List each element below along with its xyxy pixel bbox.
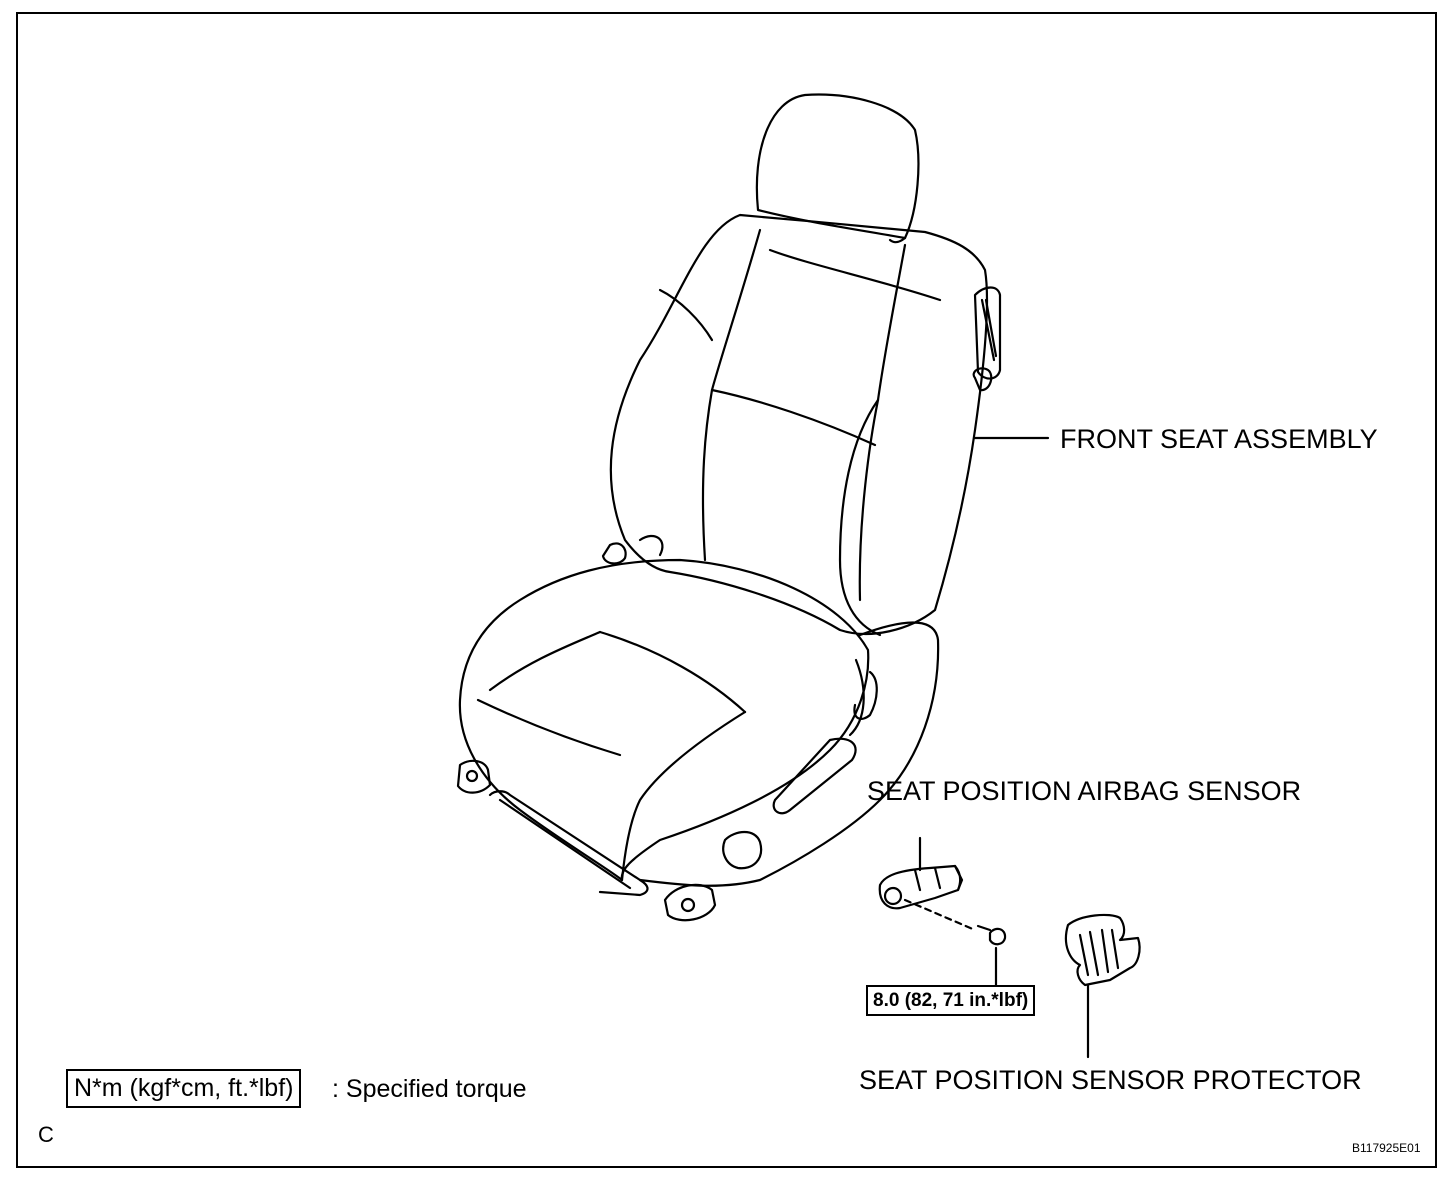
label-seat-position-airbag-sensor: SEAT POSITION AIRBAG SENSOR — [867, 776, 1302, 806]
headrest — [755, 93, 920, 244]
airbag-sensor-part — [878, 836, 977, 932]
sensor-protector-part — [1064, 913, 1141, 1059]
label-seat-position-sensor-protector: SEAT POSITION SENSOR PROTECTOR — [859, 1065, 1362, 1095]
figure-code: B117925E01 — [1352, 1141, 1421, 1155]
legend-description: : Specified torque — [332, 1075, 527, 1103]
corner-letter: C — [38, 1122, 54, 1147]
seat-back — [609, 213, 1002, 637]
bolt-part — [976, 924, 1007, 987]
diagram-frame — [16, 12, 1437, 1168]
legend-unit-box: N*m (kgf*cm, ft.*lbf) — [66, 1069, 302, 1108]
label-front-seat-assembly: FRONT SEAT ASSEMBLY — [1060, 424, 1378, 454]
seat-base — [456, 534, 940, 922]
seat-cushion — [458, 558, 870, 882]
torque-specification-box: 8.0 (82, 71 in.*lbf) — [866, 985, 1036, 1016]
